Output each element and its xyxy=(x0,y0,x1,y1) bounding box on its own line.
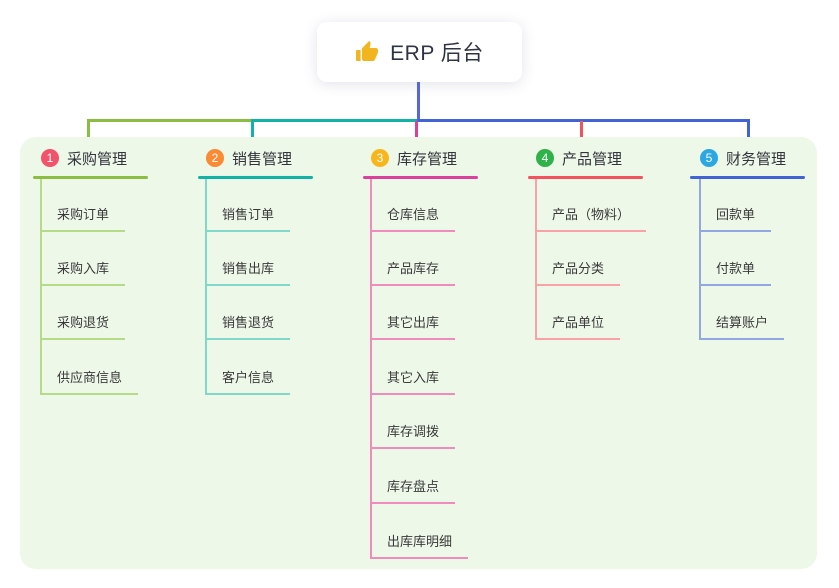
branch-purchase-label: 采购管理 xyxy=(67,150,128,168)
node-outbound-detail[interactable]: 出库库明细 xyxy=(370,533,469,559)
branch-inventory-label: 库存管理 xyxy=(397,150,458,168)
drop-line-inventory xyxy=(415,121,418,146)
drop-line-product xyxy=(580,121,583,144)
bus-segment-purchase xyxy=(87,119,254,122)
badge-4: 4 xyxy=(536,149,554,167)
branch-finance-underline xyxy=(690,176,805,179)
node-product-category[interactable]: 产品分类 xyxy=(535,260,621,286)
branch-sales-underline xyxy=(198,176,313,179)
branch-inventory-header[interactable]: 3 库存管理 xyxy=(371,148,457,168)
root-connector-line xyxy=(417,82,420,121)
branch-inventory-underline xyxy=(363,176,478,179)
node-settlement-account[interactable]: 结算账户 xyxy=(699,314,785,340)
node-stock-count[interactable]: 库存盘点 xyxy=(370,478,456,504)
branch-product-underline xyxy=(528,176,643,179)
node-sales-return[interactable]: 销售退货 xyxy=(205,314,291,340)
node-purchase-return[interactable]: 采购退货 xyxy=(40,314,126,340)
bus-segment-sales xyxy=(252,119,418,122)
node-payment-doc[interactable]: 付款单 xyxy=(699,260,772,286)
branch-sales-header[interactable]: 2 销售管理 xyxy=(206,148,292,168)
drop-line-sales xyxy=(251,119,254,145)
node-receipt-doc[interactable]: 回款单 xyxy=(699,206,772,232)
node-stock-transfer[interactable]: 库存调拨 xyxy=(370,423,456,449)
node-other-inbound[interactable]: 其它入库 xyxy=(370,369,456,395)
branch-inventory-subtree-line xyxy=(370,179,372,559)
badge-1: 1 xyxy=(41,149,59,167)
node-sales-outbound[interactable]: 销售出库 xyxy=(205,260,291,286)
branch-sales-subtree-line xyxy=(205,179,207,395)
branches-panel xyxy=(20,137,817,569)
branch-finance-header[interactable]: 5 财务管理 xyxy=(700,148,786,168)
drop-line-finance xyxy=(747,119,750,145)
branch-purchase-underline xyxy=(33,176,148,179)
badge-3: 3 xyxy=(371,149,389,167)
node-purchase-inbound[interactable]: 采购入库 xyxy=(40,260,126,286)
drop-line-purchase xyxy=(87,119,90,145)
node-purchase-order[interactable]: 采购订单 xyxy=(40,206,126,232)
branch-sales-label: 销售管理 xyxy=(232,150,293,168)
branch-product-label: 产品管理 xyxy=(562,150,623,168)
branch-product-header[interactable]: 4 产品管理 xyxy=(536,148,622,168)
branch-product-subtree-line xyxy=(535,179,537,340)
bus-segment-finance xyxy=(417,119,750,122)
node-customer-info[interactable]: 客户信息 xyxy=(205,369,291,395)
badge-2: 2 xyxy=(206,149,224,167)
branch-finance-label: 财务管理 xyxy=(726,150,787,168)
node-product-material[interactable]: 产品（物料） xyxy=(535,206,647,232)
badge-5: 5 xyxy=(700,149,718,167)
node-product-stock[interactable]: 产品库存 xyxy=(370,260,456,286)
node-other-outbound[interactable]: 其它出库 xyxy=(370,314,456,340)
branch-purchase-header[interactable]: 1 采购管理 xyxy=(41,148,127,168)
root-node-title: ERP 后台 xyxy=(390,42,484,65)
branch-finance-subtree-line xyxy=(699,179,701,340)
node-sales-order[interactable]: 销售订单 xyxy=(205,206,291,232)
branch-purchase-subtree-line xyxy=(40,179,42,395)
node-warehouse-info[interactable]: 仓库信息 xyxy=(370,206,456,232)
thumbs-up-icon xyxy=(356,41,379,61)
node-supplier-info[interactable]: 供应商信息 xyxy=(40,369,139,395)
node-product-unit[interactable]: 产品单位 xyxy=(535,314,621,340)
root-node-erp[interactable]: ERP 后台 xyxy=(317,22,522,82)
